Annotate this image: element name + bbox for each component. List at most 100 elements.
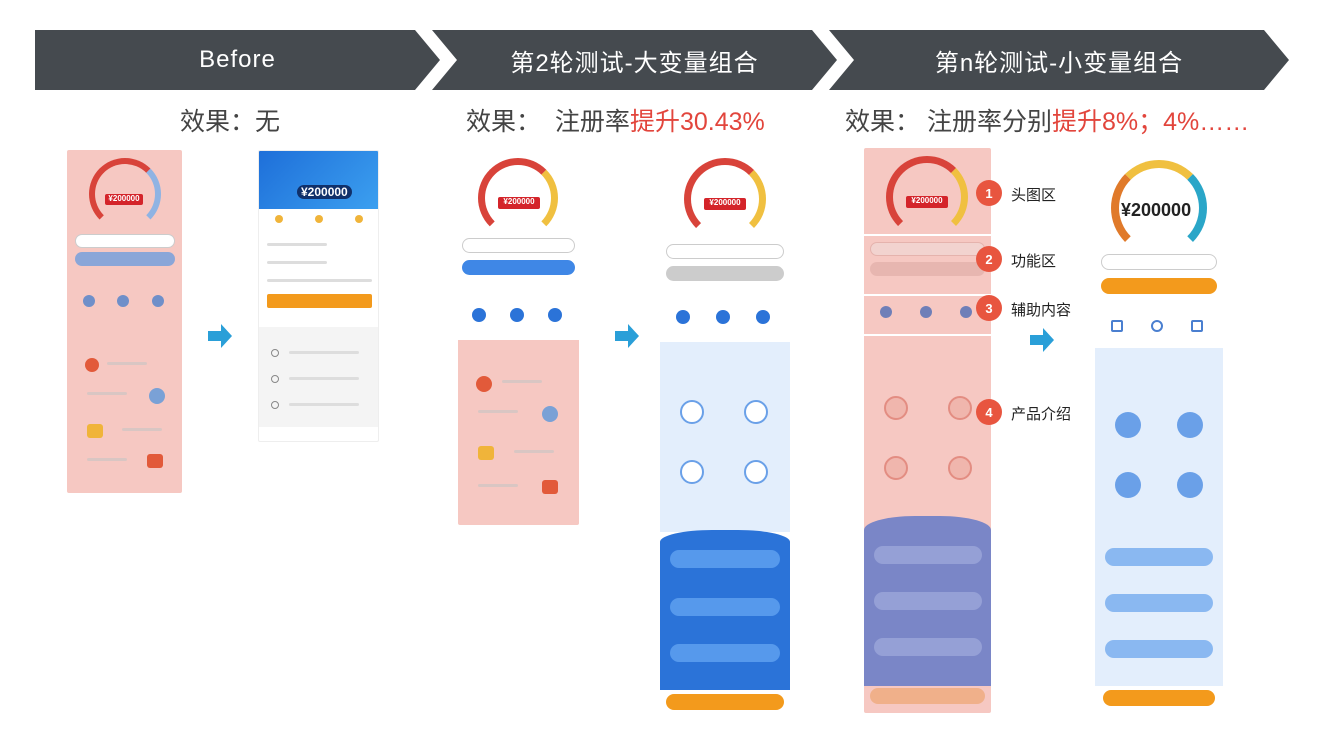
feature-icon[interactable] <box>1111 320 1123 332</box>
feature-icon[interactable] <box>472 308 486 322</box>
gauge-icon <box>1111 160 1207 256</box>
annotation-badge-4: 4 <box>976 399 1002 425</box>
product-icon <box>542 480 558 494</box>
feature-icon[interactable] <box>275 215 283 223</box>
apply-button[interactable] <box>1101 278 1217 294</box>
amount-badge: ¥200000 <box>105 194 143 205</box>
form-line <box>267 243 327 246</box>
feature-icon[interactable] <box>880 306 892 318</box>
feature-icon[interactable] <box>83 295 95 307</box>
text-line <box>514 450 554 453</box>
card-icon <box>680 460 704 484</box>
feature-icon[interactable] <box>355 215 363 223</box>
annotation-badge-2: 2 <box>976 246 1002 272</box>
product-icon <box>147 454 163 468</box>
card-icon <box>884 456 908 480</box>
annotation-label-2: 功能区 <box>1011 253 1057 270</box>
advantage-pill <box>874 546 982 564</box>
product-intro-section <box>660 342 790 532</box>
phone-input[interactable] <box>1101 254 1217 270</box>
text-line <box>87 458 127 461</box>
phone-round2-original: ¥200000 <box>458 150 579 525</box>
card-icon <box>744 400 768 424</box>
section-divider <box>864 234 991 236</box>
feature-icon[interactable] <box>315 215 323 223</box>
card-icon <box>1177 412 1203 438</box>
product-intro-section <box>1095 348 1223 686</box>
apply-button[interactable] <box>666 266 784 281</box>
effect-prefix: 效果： <box>466 108 542 136</box>
text-line <box>478 484 518 487</box>
text-line <box>289 377 359 380</box>
banner-before-label: Before <box>199 46 276 73</box>
apply-button[interactable] <box>75 252 175 266</box>
effect-highlight: 提升30.43% <box>629 108 765 136</box>
card-icon <box>948 396 972 420</box>
text-line <box>122 428 162 431</box>
gauge-icon <box>478 158 558 238</box>
feature-icon[interactable] <box>548 308 562 322</box>
big-amount: ¥200000 <box>1121 200 1192 220</box>
annotation-label-3: 辅助内容 <box>1011 302 1072 319</box>
feature-icon[interactable] <box>920 306 932 318</box>
feature-icon[interactable] <box>117 295 129 307</box>
register-button[interactable] <box>666 694 784 710</box>
banner-roundn: 第n轮测试-小变量组合 <box>829 30 1289 90</box>
effect-prefix: 效果： <box>845 108 921 136</box>
section-divider <box>864 334 991 336</box>
feature-icon[interactable] <box>1191 320 1203 332</box>
arrow-right-icon <box>208 324 232 348</box>
phone-round2-variant: ¥200000 <box>660 150 790 715</box>
feature-icon[interactable] <box>716 310 730 324</box>
register-button[interactable] <box>1103 690 1215 706</box>
apply-button[interactable] <box>462 260 575 275</box>
effect-highlight: 提升8%；4%…… <box>1051 108 1250 136</box>
gauge-icon <box>684 158 766 240</box>
annotation-label-4: 产品介绍 <box>1011 406 1072 423</box>
phone-input[interactable] <box>666 244 784 259</box>
arrow-right-icon <box>1030 328 1054 352</box>
card-icon <box>680 400 704 424</box>
text-line <box>289 403 359 406</box>
phone-input[interactable] <box>870 242 985 256</box>
feature-icon[interactable] <box>510 308 524 322</box>
banner-before: Before <box>35 30 440 90</box>
amount-badge: ¥200000 <box>906 196 948 208</box>
info-panel <box>259 327 378 427</box>
feature-icon[interactable] <box>756 310 770 324</box>
submit-button[interactable] <box>267 294 372 308</box>
advantage-pill <box>874 592 982 610</box>
effect-prefix: 效果： <box>180 108 256 136</box>
feature-icon[interactable] <box>1151 320 1163 332</box>
advantage-pill <box>670 644 780 662</box>
apply-button[interactable] <box>870 262 985 276</box>
arrow-right-icon <box>615 324 639 348</box>
product-icon <box>85 358 99 372</box>
text-line <box>478 410 518 413</box>
product-section <box>458 340 579 525</box>
feature-icon[interactable] <box>676 310 690 324</box>
card-icon <box>1115 472 1141 498</box>
advantage-pill <box>670 550 780 568</box>
effect-text: 注册率 <box>554 108 630 136</box>
banner-round2: 第2轮测试-大变量组合 <box>432 30 837 90</box>
bulb-icon <box>271 349 279 357</box>
register-button[interactable] <box>870 688 985 704</box>
feature-icon[interactable] <box>152 295 164 307</box>
phone-input[interactable] <box>75 234 175 248</box>
amount-badge: ¥200000 <box>704 198 746 210</box>
annotation-label-1: 头图区 <box>1011 187 1057 204</box>
form-line <box>267 261 327 264</box>
phone-before-original: ¥200000 <box>67 150 182 493</box>
feature-icon[interactable] <box>960 306 972 318</box>
phone-roundn-annotated: ¥200000 <box>864 148 991 713</box>
banner-round2-label: 第2轮测试-大变量组合 <box>510 49 759 77</box>
shield-icon <box>271 401 279 409</box>
section-divider <box>864 294 991 296</box>
phone-before-variant: ¥200000 <box>258 150 379 442</box>
advantage-pill <box>1105 594 1213 612</box>
effect-roundn: 效果： 注册率分别提升8%；4%…… <box>845 102 1249 138</box>
card-icon <box>1177 472 1203 498</box>
phone-input[interactable] <box>462 238 575 253</box>
